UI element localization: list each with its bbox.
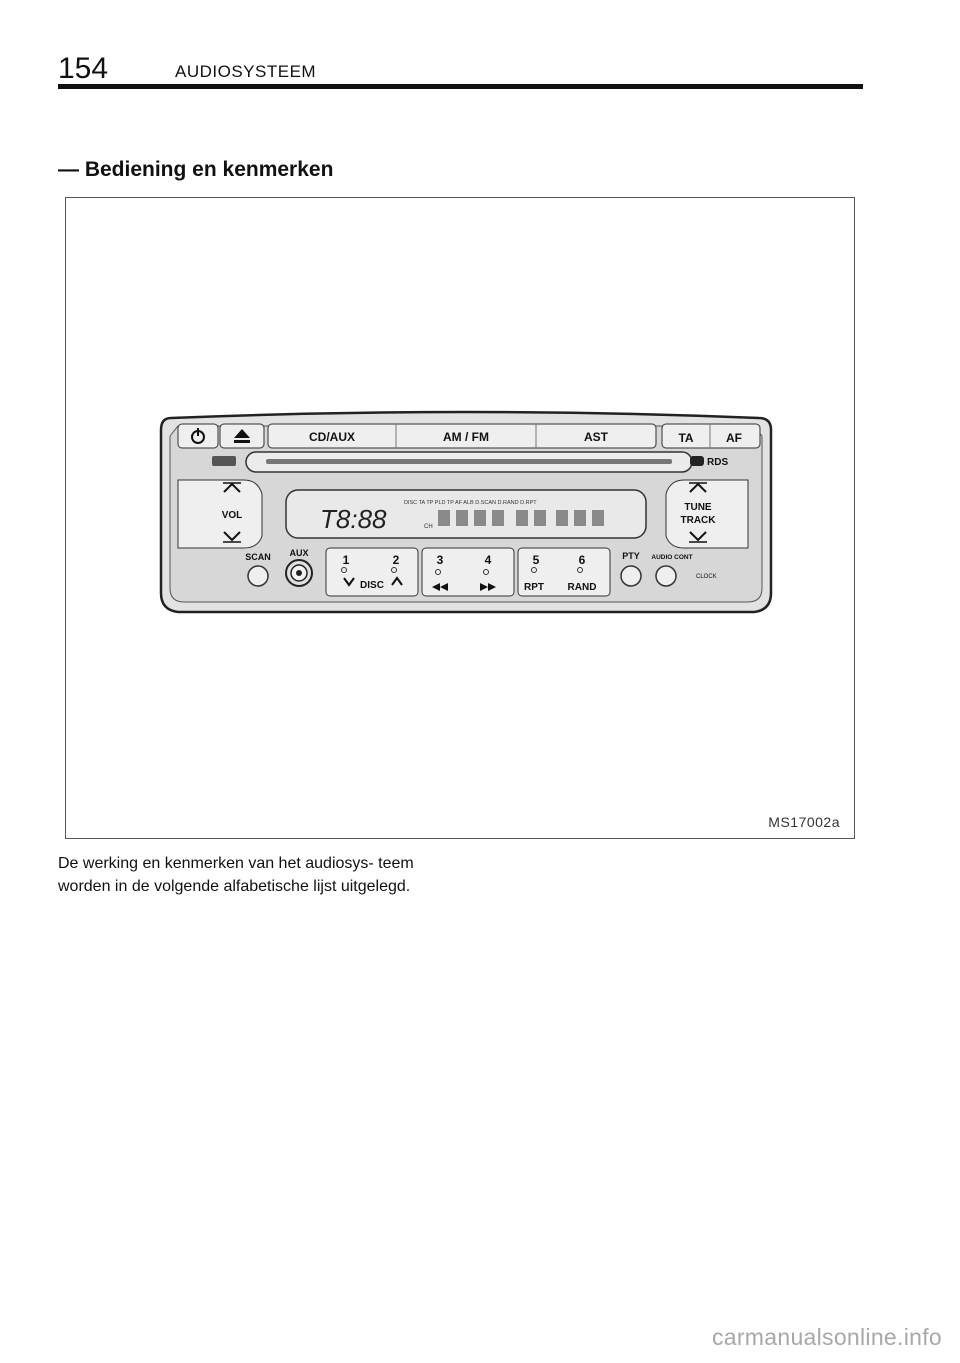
preset-block-seek bbox=[421, 547, 515, 597]
header-rule bbox=[58, 84, 863, 89]
am-fm-button[interactable]: AM / FM bbox=[443, 430, 489, 444]
rand-label: RAND bbox=[568, 582, 597, 593]
ta-af-strip bbox=[661, 423, 761, 449]
tune-down-icon bbox=[689, 531, 707, 542]
display-indicators: DISC TA TP PLD TP AF ALB D.SCAN D.RAND D… bbox=[404, 500, 537, 506]
svg-text:RDS: RDS bbox=[707, 457, 728, 468]
af-button[interactable]: AF bbox=[726, 431, 742, 445]
chapter-title: AUDIOSYSTEEM bbox=[175, 62, 317, 81]
eject-icon bbox=[234, 429, 250, 443]
tune-track-rocker[interactable] bbox=[665, 479, 749, 549]
scan-button[interactable] bbox=[247, 565, 269, 587]
clock-label: CLOCK bbox=[696, 574, 717, 580]
volume-down-icon bbox=[223, 531, 241, 542]
pty-button[interactable] bbox=[620, 565, 642, 587]
cd-aux-button[interactable]: CD/AUX bbox=[309, 430, 355, 444]
preset-6-button[interactable]: 6 bbox=[579, 553, 586, 567]
section-heading: — Bediening en kenmerken bbox=[58, 158, 334, 181]
preset-3-button[interactable]: 3 bbox=[437, 553, 444, 567]
scan-label: SCAN bbox=[245, 552, 271, 562]
preset-2-button[interactable]: 2 bbox=[393, 553, 400, 567]
power-icon bbox=[191, 428, 205, 444]
rpt-label: RPT bbox=[524, 582, 544, 593]
preset-1-button[interactable]: 1 bbox=[343, 553, 350, 567]
volume-up-icon bbox=[223, 482, 241, 493]
aux-jack[interactable] bbox=[285, 559, 313, 587]
watermark: carmanualsonline.info bbox=[711, 1324, 942, 1350]
source-button-strip bbox=[267, 423, 657, 449]
vol-label: VOL bbox=[222, 510, 243, 521]
rds-logo: RDS bbox=[690, 456, 728, 468]
ast-button[interactable]: AST bbox=[584, 430, 609, 444]
rewind-icon bbox=[432, 583, 448, 591]
ta-button[interactable]: TA bbox=[678, 431, 693, 445]
track-label: TRACK bbox=[681, 515, 717, 526]
display-ch: CH bbox=[424, 524, 433, 530]
page-number: 154 bbox=[58, 52, 109, 85]
tune-up-icon bbox=[689, 482, 707, 493]
display-segments bbox=[438, 510, 604, 526]
body-text: De werking en kenmerken van het audiosys… bbox=[58, 855, 414, 895]
tune-label: TUNE bbox=[684, 502, 712, 513]
disc-up-icon bbox=[391, 576, 403, 586]
figure-code: MS17002a bbox=[768, 814, 840, 830]
preset-block-rpt-rand bbox=[517, 547, 611, 597]
preset-5-button[interactable]: 5 bbox=[533, 553, 540, 567]
audio-cont-button[interactable] bbox=[655, 565, 677, 587]
audio-cont-label: AUDIO CONT bbox=[651, 554, 692, 561]
disc-logo bbox=[212, 456, 236, 466]
disc-label: DISC bbox=[360, 580, 384, 591]
fast-forward-icon bbox=[480, 583, 496, 591]
aux-label: AUX bbox=[289, 548, 308, 558]
display-digits: T8:88 bbox=[320, 504, 387, 534]
volume-rocker[interactable] bbox=[177, 479, 263, 549]
figure-frame: CD/AUX AM / FM AST TA AF RDS VOL T8:88 D… bbox=[65, 197, 855, 839]
preset-indicator-leds bbox=[341, 567, 583, 575]
pty-label: PTY bbox=[622, 551, 640, 561]
preset-4-button[interactable]: 4 bbox=[485, 553, 492, 567]
audio-unit-illustration: CD/AUX AM / FM AST TA AF RDS VOL T8:88 D… bbox=[159, 410, 773, 614]
disc-down-icon bbox=[343, 577, 355, 587]
